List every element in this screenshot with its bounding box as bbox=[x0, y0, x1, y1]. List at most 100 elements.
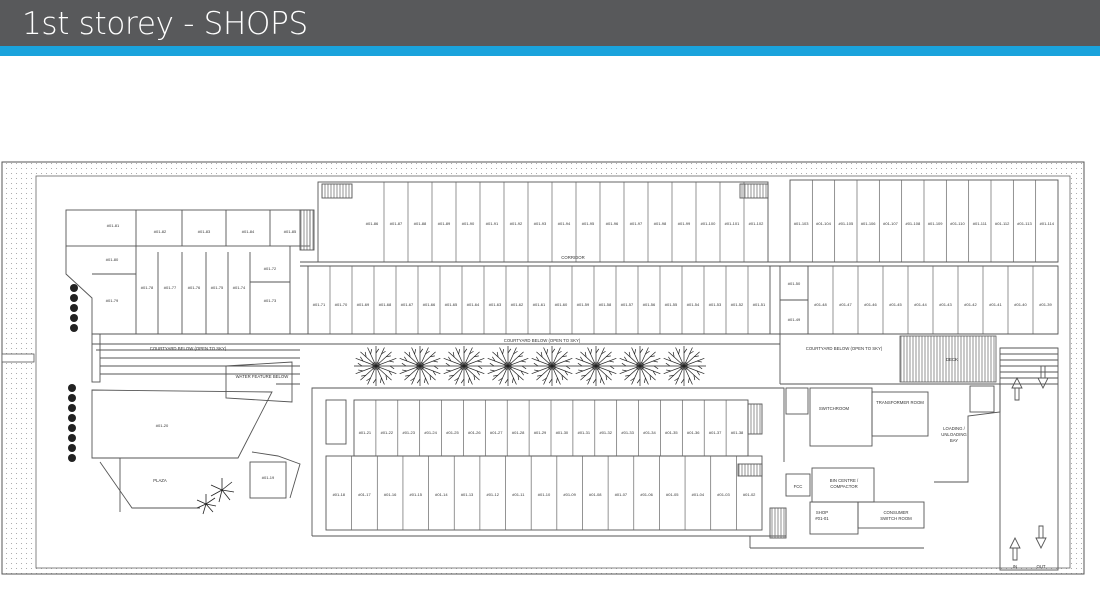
unit-label: #01-03 bbox=[717, 492, 730, 497]
unit-label: #01-90 bbox=[462, 221, 475, 226]
unit-label: #01-46 bbox=[864, 302, 877, 307]
unit-label: #01-70 bbox=[335, 302, 348, 307]
unit-label: #01-85 bbox=[284, 229, 297, 234]
unit-label: #01-78 bbox=[141, 285, 154, 290]
unit-label: #01-23 bbox=[402, 430, 415, 435]
unit-label: #01-81 bbox=[107, 223, 120, 228]
unit-label: #01-20 bbox=[156, 423, 169, 428]
unit-label: #01-26 bbox=[468, 430, 481, 435]
unit-label: #01-95 bbox=[582, 221, 595, 226]
unit-label: #01-66 bbox=[423, 302, 436, 307]
unit-label: #01-72 bbox=[264, 266, 277, 271]
driveway-in-label: IN bbox=[1013, 564, 1017, 569]
unit-label: #01-58 bbox=[599, 302, 612, 307]
unit-label: #01-45 bbox=[889, 302, 902, 307]
unit-label: #01-105 bbox=[838, 221, 853, 226]
unit-label: #01-47 bbox=[839, 302, 852, 307]
unit-label: #01-73 bbox=[264, 298, 277, 303]
unit-label: #01-13 bbox=[461, 492, 474, 497]
unit-label: #01-22 bbox=[381, 430, 394, 435]
unit-label: #01-25 bbox=[446, 430, 459, 435]
bottom-block bbox=[311, 387, 785, 537]
unit-label: #01-82 bbox=[154, 229, 167, 234]
unit-label: #01-71 bbox=[313, 302, 326, 307]
unit-label: #01-69 bbox=[357, 302, 370, 307]
palm-tree bbox=[574, 346, 618, 386]
unit-label: #01-102 bbox=[749, 221, 764, 226]
unit-label: #01-59 bbox=[577, 302, 590, 307]
unit-label: #01-48 bbox=[814, 302, 827, 307]
plaza-tree bbox=[196, 478, 235, 515]
bin-centre-label-2: COMPACTOR bbox=[830, 484, 858, 489]
unit-label: #01-12 bbox=[486, 492, 499, 497]
service-block bbox=[749, 383, 1001, 549]
unit-label: #01-44 bbox=[914, 302, 927, 307]
loading-label-2: UNLOADING bbox=[941, 432, 967, 437]
courtyard-center-label: COURTYARD BELOW (OPEN TO SKY) bbox=[504, 338, 581, 343]
unit-label: #01-04 bbox=[692, 492, 705, 497]
unit-label: #01-103 bbox=[794, 221, 809, 226]
title-bar: 1st storey - SHOPS bbox=[0, 0, 1100, 46]
palm-tree bbox=[530, 346, 574, 386]
unit-label: #01-19 bbox=[262, 475, 275, 480]
unit-label: #01-36 bbox=[687, 430, 700, 435]
unit-label: #01-75 bbox=[211, 285, 224, 290]
unit-label: #01-99 bbox=[678, 221, 691, 226]
unit-label: #01-53 bbox=[709, 302, 722, 307]
unit-label: #01-14 bbox=[435, 492, 448, 497]
consumer-label-1: CONSUMER bbox=[883, 510, 908, 515]
unit-label: #01-88 bbox=[414, 221, 427, 226]
unit-label: #01-42 bbox=[964, 302, 977, 307]
unit-label: #01-84 bbox=[242, 229, 255, 234]
unit-label: #01-63 bbox=[489, 302, 502, 307]
courtyard-right-label: COURTYARD BELOW (OPEN TO SKY) bbox=[806, 346, 883, 351]
unit-label: #01-111 bbox=[973, 221, 988, 226]
plaza-label: PLAZA bbox=[153, 478, 167, 483]
unit-label: #01-27 bbox=[490, 430, 503, 435]
unit-label: #01-38 bbox=[731, 430, 744, 435]
driveway-out-label: OUT bbox=[1036, 564, 1045, 569]
unit-label: #01-94 bbox=[558, 221, 571, 226]
unit-label: #01-101 bbox=[725, 221, 740, 226]
unit-label: #01-34 bbox=[643, 430, 656, 435]
unit-label: #01-93 bbox=[534, 221, 547, 226]
unit-label: #01-41 bbox=[989, 302, 1002, 307]
unit-label: #01-17 bbox=[358, 492, 371, 497]
plaza-block bbox=[91, 383, 301, 512]
unit-label: #01-106 bbox=[861, 221, 876, 226]
unit-label: #01-40 bbox=[1014, 302, 1027, 307]
loading-label-3: BAY bbox=[950, 438, 958, 443]
unit-label: #01-16 bbox=[384, 492, 397, 497]
unit-label: #01-50 bbox=[788, 281, 801, 286]
loading-label-1: LOADING / bbox=[943, 426, 966, 431]
unit-label: #01-97 bbox=[630, 221, 643, 226]
unit-label: #01-91 bbox=[486, 221, 499, 226]
unit-label: #01-87 bbox=[390, 221, 403, 226]
unit-label: #01-08 bbox=[589, 492, 602, 497]
unit-label: #01-28 bbox=[512, 430, 525, 435]
unit-label: #01-07 bbox=[615, 492, 628, 497]
page-title: 1st storey - SHOPS bbox=[22, 6, 308, 42]
transformer-label: TRANSFORMER ROOM bbox=[876, 400, 924, 405]
unit-label: #01-21 bbox=[359, 430, 372, 435]
palm-trees bbox=[354, 346, 706, 386]
unit-label: #01-89 bbox=[438, 221, 451, 226]
unit-label: #01-67 bbox=[401, 302, 414, 307]
unit-label: #01-80 bbox=[106, 257, 119, 262]
shop-label: SHOP bbox=[816, 510, 828, 515]
tree-column-left bbox=[68, 284, 78, 462]
unit-label: #01-100 bbox=[701, 221, 716, 226]
water-feature bbox=[225, 361, 293, 403]
unit-label: #01-114 bbox=[1040, 221, 1055, 226]
unit-label: #01-77 bbox=[164, 285, 177, 290]
unit-label: #01-57 bbox=[621, 302, 634, 307]
driveway bbox=[999, 347, 1059, 571]
unit-label: #01-56 bbox=[643, 302, 656, 307]
shop-unit-label: #01-01 bbox=[815, 516, 829, 521]
unit-label: #01-35 bbox=[665, 430, 678, 435]
unit-label: #01-79 bbox=[106, 298, 119, 303]
palm-tree bbox=[398, 346, 442, 386]
unit-label: #01-39 bbox=[1039, 302, 1052, 307]
unit-label: #01-64 bbox=[467, 302, 480, 307]
unit-label: #01-43 bbox=[939, 302, 952, 307]
